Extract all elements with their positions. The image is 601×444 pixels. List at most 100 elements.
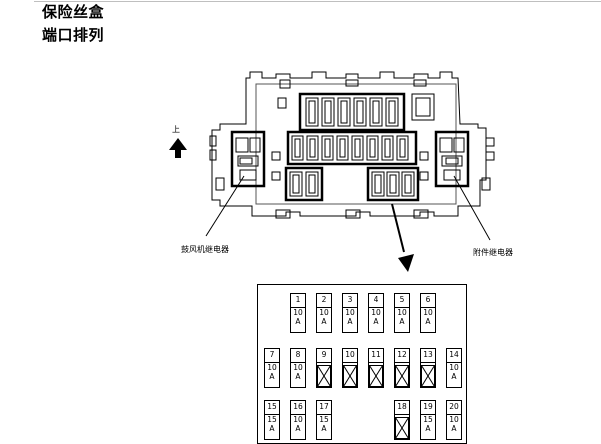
empty-slot-icon [369,363,383,387]
fuse-amperage: 10 [267,363,277,372]
fuse-block-bottom-right [366,166,420,202]
leader-lines [205,175,491,241]
fuse-number: 10 [343,349,357,363]
empty-slot-icon [395,415,409,439]
fuse-unit: A [269,371,275,381]
fuse-box-housing [209,71,495,219]
fuse-cell: 10 [342,348,358,388]
fuse-unit: A [425,423,431,433]
fuse-number: 19 [421,401,435,415]
page-subtitle: 端口排列 [42,26,105,44]
fuse-number: 14 [447,349,461,363]
fuse-unit: A [451,371,457,381]
empty-slot-icon [421,363,435,387]
up-arrow-icon [169,138,187,158]
empty-slot-cross-icon [395,365,409,387]
fuse-cell: 18 [394,400,410,440]
empty-slot-cross-icon [343,365,357,387]
empty-slot-diagonal [369,365,383,387]
empty-slot-frame [395,365,409,387]
empty-slot-cross-icon [421,365,435,387]
fuse-number: 20 [447,401,461,415]
fuse-unit: A [425,316,431,326]
fuse-unit: A [347,316,353,326]
fuse-number: 16 [291,401,305,415]
fuse-amperage: 10 [293,308,303,317]
empty-slot-frame [421,365,435,387]
empty-slot-cross-icon [317,365,331,387]
fuse-unit: A [321,423,327,433]
fuse-number: 12 [395,349,409,363]
fuse-number: 8 [291,349,305,363]
fuse-unit: A [295,371,301,381]
empty-slot-diagonal [343,365,357,387]
fuse-number: 9 [317,349,331,363]
fuse-number: 5 [395,294,409,308]
fuse-number: 18 [395,401,409,415]
fuse-number: 15 [265,401,279,415]
fuse-unit: A [451,423,457,433]
blower-relay-label: 鼓风机继电器 [181,245,229,254]
empty-slot-diagonal [421,365,435,387]
fuse-block-middle [286,130,418,166]
empty-slot-cross-icon [395,417,409,439]
top-rule [34,1,601,2]
fuse-number: 13 [421,349,435,363]
fuse-block-top [298,92,406,132]
page-title: 保险丝盒 [42,3,105,21]
fuse-amperage: 10 [449,363,459,372]
blower-relay [230,130,266,188]
fuse-amperage: 10 [345,308,355,317]
fuse-number: 1 [291,294,305,308]
fuse-amperage: 10 [293,415,303,424]
fuse-amperage: 15 [267,415,277,424]
fuse-amperage: 10 [449,415,459,424]
fuse-unit: A [269,423,275,433]
fuse-amperage: 10 [293,363,303,372]
fuse-number: 3 [343,294,357,308]
empty-slot-frame [317,365,331,387]
empty-slot-frame [369,365,383,387]
fuse-unit: A [321,316,327,326]
fuse-amperage: 15 [423,415,433,424]
fuse-cell: 13 [420,348,436,388]
fuse-number: 7 [265,349,279,363]
fuse-amperage: 10 [423,308,433,317]
fuse-cell: 9 [316,348,332,388]
fuse-number: 17 [317,401,331,415]
fuse-amperage: 15 [319,415,329,424]
fuse-amperage: 10 [319,308,329,317]
fuse-block-bottom-left [284,166,324,202]
fuse-unit: A [399,316,405,326]
fuse-number: 2 [317,294,331,308]
fuse-unit: A [295,316,301,326]
up-label: 上 [172,125,180,134]
fuse-number: 11 [369,349,383,363]
fuse-amperage: 10 [397,308,407,317]
fuse-number: 4 [369,294,383,308]
fuse-unit: A [295,423,301,433]
fuse-box-diagram [169,71,495,272]
fuse-number: 6 [421,294,435,308]
fuse-amperage: 10 [371,308,381,317]
empty-slot-icon [343,363,357,387]
empty-slot-diagonal [395,365,409,387]
fuse-unit: A [373,316,379,326]
empty-slot-frame [343,365,357,387]
accessory-relay-label: 附件继电器 [473,248,513,257]
fuse-cell: 11 [368,348,384,388]
